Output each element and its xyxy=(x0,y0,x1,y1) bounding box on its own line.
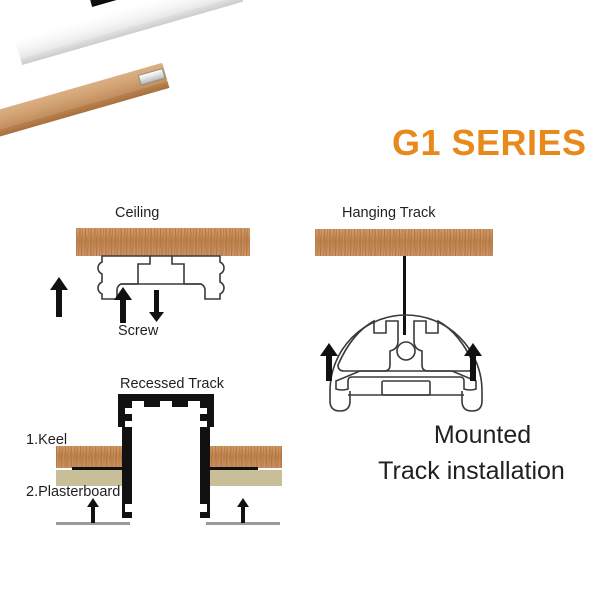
hanging-track-diagram: Hanging Track xyxy=(300,205,590,412)
recessed-track-diagram: Recessed Track 1.Keel 2.Plasterboard xyxy=(8,376,308,536)
plasterboard-layer-left xyxy=(56,470,124,486)
recessed-track-profile xyxy=(118,394,214,518)
caption-line-2: Track installation xyxy=(378,456,565,485)
installation-caption: Mounted Track installation xyxy=(370,418,595,489)
plasterboard-label: 2.Plasterboard xyxy=(26,484,121,500)
ceiling-mount-diagram: Ceiling Screw xyxy=(20,205,270,345)
page-title: G1 SERIES xyxy=(392,122,587,163)
keel-plasterboard-divider-left xyxy=(72,467,124,470)
caption-line-1: Mounted xyxy=(433,421,532,449)
ceiling-track-profile xyxy=(97,255,225,300)
keel-label: 1.Keel xyxy=(26,432,68,448)
ceiling-diagram-title: Ceiling xyxy=(115,205,160,221)
recessed-arrow-left xyxy=(87,498,99,523)
hanging-surface xyxy=(315,229,493,256)
screw-label: Screw xyxy=(118,323,159,339)
suspension-rod xyxy=(403,256,406,335)
hanging-track-profile xyxy=(329,314,483,412)
keel-layer-left xyxy=(56,446,124,468)
ceiling-surface xyxy=(76,228,250,256)
hanging-arrow-right xyxy=(464,343,482,381)
ceiling-arrow-left xyxy=(50,277,68,317)
product-photo-group xyxy=(0,0,390,200)
recessed-arrow-right xyxy=(237,498,249,523)
plasterboard-layer-right xyxy=(206,470,282,486)
screw-arrow-up xyxy=(114,287,132,323)
reference-line-left xyxy=(56,522,130,525)
keel-layer-right xyxy=(206,446,282,468)
keel-plasterboard-divider-right xyxy=(206,467,258,470)
hanging-arrow-left xyxy=(320,343,338,381)
reference-line-right xyxy=(206,522,280,525)
recessed-diagram-title: Recessed Track xyxy=(120,376,224,392)
screw-arrow-down xyxy=(149,290,164,322)
hanging-diagram-title: Hanging Track xyxy=(342,205,436,221)
